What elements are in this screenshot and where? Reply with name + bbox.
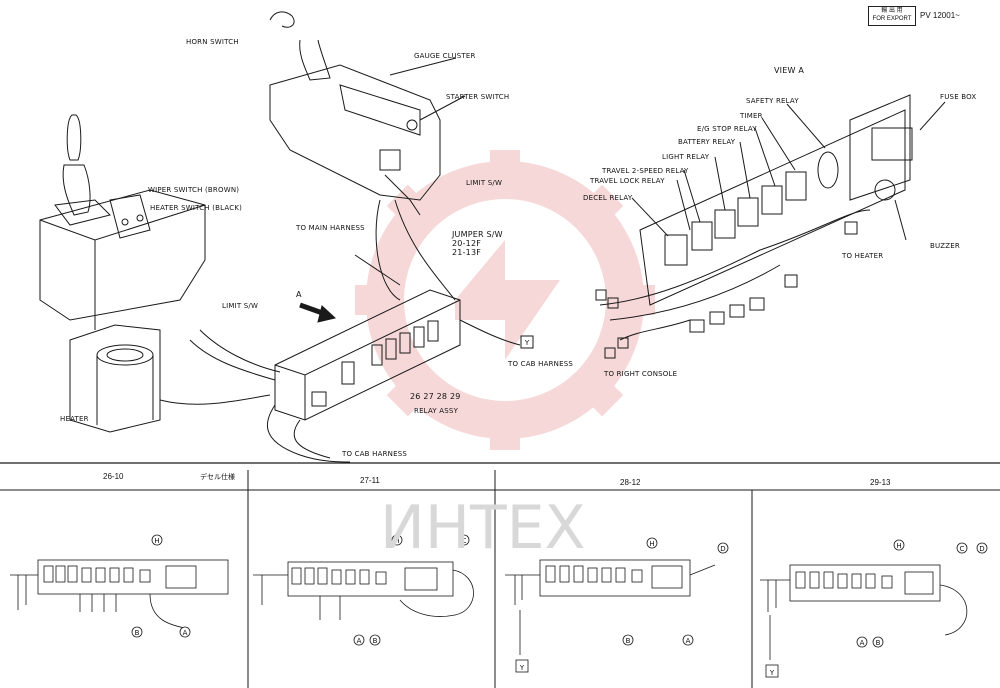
label-heater: HEATER — [60, 415, 89, 423]
label-decel-relay: DECEL RELAY — [583, 194, 633, 202]
p3-marker-d: D — [720, 545, 725, 553]
label-starter-switch: STARTER SWITCH — [446, 93, 510, 101]
label-light-relay: LIGHT RELAY — [662, 153, 710, 161]
label-to-main-harness: TO MAIN HARNESS — [296, 224, 365, 232]
label-relay-assy: RELAY ASSY — [414, 407, 459, 415]
panel-2-code: 27-11 — [360, 476, 380, 485]
heater-unit — [69, 324, 271, 433]
label-to-right-console: TO RIGHT CONSOLE — [604, 370, 678, 378]
p3-marker-h: H — [649, 540, 654, 548]
p1-marker-a: A — [183, 629, 188, 637]
serial-code: PV 12001~ — [920, 11, 960, 20]
label-buzzer: BUZZER — [930, 242, 960, 250]
p3-marker-a: A — [686, 637, 691, 645]
view-a-panel — [595, 94, 913, 359]
export-stamp: 輸 出 用 FOR EXPORT — [868, 6, 916, 26]
label-heater-switch: HEATER SWITCH (BLACK) — [150, 204, 243, 212]
right-console — [269, 11, 441, 216]
p2-marker-a: A — [357, 637, 362, 645]
label-battery-relay: BATTERY RELAY — [678, 138, 736, 146]
panel-3-code: 28-12 — [620, 478, 641, 487]
stamp-line-2: FOR EXPORT — [872, 16, 912, 22]
p4-marker-h: H — [896, 542, 901, 550]
p4-marker-b: B — [876, 639, 881, 647]
label-to-cab-harness-bottom: TO CAB HARNESS — [342, 450, 407, 458]
p3-marker-b: B — [626, 637, 631, 645]
p4-marker-a: A — [860, 639, 865, 647]
label-to-heater: TO HEATER — [842, 252, 884, 260]
p1-marker-h: H — [154, 537, 159, 545]
label-limit-sw-left: LIMIT S/W — [222, 302, 259, 310]
label-fuse-box: FUSE BOX — [940, 93, 977, 101]
label-horn-switch: HORN SWITCH — [186, 38, 239, 46]
label-jumper-code-2: 21-13F — [452, 248, 482, 257]
label-gauge-cluster: GAUGE CLUSTER — [414, 52, 476, 60]
left-console — [39, 114, 206, 330]
label-safety-relay: SAFETY RELAY — [746, 97, 799, 105]
label-jumper: JUMPER S/W — [452, 230, 503, 239]
relay-assembly — [274, 289, 521, 421]
panel-1-code: 26-10 — [103, 472, 124, 481]
p2-marker-c: C — [462, 537, 467, 545]
label-a-marker: A — [296, 290, 302, 299]
p3-marker-y: Y — [519, 664, 525, 672]
label-travel-lock-relay: TRAVEL LOCK RELAY — [590, 177, 665, 185]
panel-1-note: デセル仕様 — [200, 474, 235, 481]
stamp-line-1: 輸 出 用 — [881, 8, 903, 14]
p2-marker-h: H — [394, 537, 399, 545]
p2-marker-b: B — [373, 637, 378, 645]
p1-marker-b: B — [135, 629, 140, 637]
label-wiper-switch: WIPER SWITCH (BROWN) — [148, 186, 240, 194]
label-jumper-code-1: 20-12F — [452, 239, 482, 248]
y-marker: Y — [524, 339, 530, 347]
schematic-panels — [10, 559, 968, 678]
label-limit-sw-right: LIMIT S/W — [466, 179, 503, 187]
watermark-text: ИНТЕХ — [380, 493, 586, 563]
p4-marker-d: D — [979, 545, 984, 553]
p4-marker-y: Y — [769, 669, 775, 677]
p4-marker-c: C — [960, 545, 965, 553]
label-view-a: VIEW A — [774, 66, 805, 75]
label-eg-stop-relay: E/G STOP RELAY — [697, 125, 757, 133]
label-to-cab-harness-right: TO CAB HARNESS — [508, 360, 573, 368]
panel-4-code: 29-13 — [870, 478, 891, 487]
label-travel-2speed-relay: TRAVEL 2-SPEED RELAY — [602, 167, 689, 175]
label-relay-numbers: 26 27 28 29 — [410, 392, 461, 401]
label-timer: TIMER — [740, 112, 763, 120]
